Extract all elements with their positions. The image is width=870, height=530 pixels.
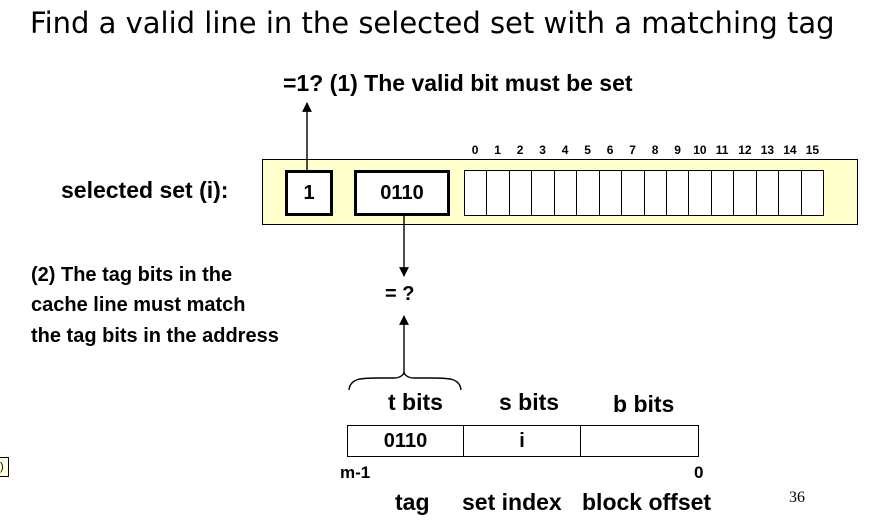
valid-bit-cell: 1 [285,170,333,216]
block-offset-field-name: block offset [582,489,712,515]
block-index-10: 10 [693,143,707,157]
block-index-8: 8 [651,143,659,157]
b-bits-label: b bits [613,391,675,417]
valid-bit-check-label: =1? (1) The valid bit must be set [283,70,633,96]
block-index-2: 2 [516,143,524,157]
block-index-3: 3 [539,143,546,157]
block-index-14: 14 [783,143,797,157]
block-index-1: 1 [494,143,501,157]
cache-block-bytes [464,170,824,216]
s-bits-label: s bits [499,389,560,415]
tag-note-line-1: (2) The tag bits in the [31,264,233,286]
tag-compare-label: = ? [385,283,415,305]
tag-note-line-2: cache line must match [31,294,246,316]
block-index-9: 9 [674,143,681,157]
block-index-0: 0 [471,143,479,157]
tag-cell: 0110 [354,170,450,216]
block-index-15: 15 [805,143,820,157]
block-index-4: 4 [561,143,569,157]
block-index-12: 12 [738,143,752,157]
address-low-bit-label: 0 [694,463,704,482]
block-index-5: 5 [584,143,591,157]
t-bits-label: t bits [388,389,443,415]
address-high-bit-label: m-1 [340,463,371,482]
block-index-13: 13 [760,143,775,157]
block-index-6: 6 [606,143,614,157]
set-index-field-name: set index [462,489,562,515]
tag-note-line-3: the tag bits in the address [31,325,279,347]
selected-set-label: selected set (i): [61,177,229,203]
address-tag-field: 0110 [348,426,464,456]
address-set-index-field: i [464,426,581,456]
block-index-11: 11 [715,143,729,157]
tag-bits-brace [348,371,462,391]
tag-field-name: tag [395,489,430,515]
address-fields: 0110 i [347,425,699,457]
page-number: 36 [789,489,805,506]
block-index-7: 7 [629,143,636,157]
slide-title: Find a valid line in the selected set wi… [30,6,835,40]
cropped-edge-label: \) [0,457,9,477]
